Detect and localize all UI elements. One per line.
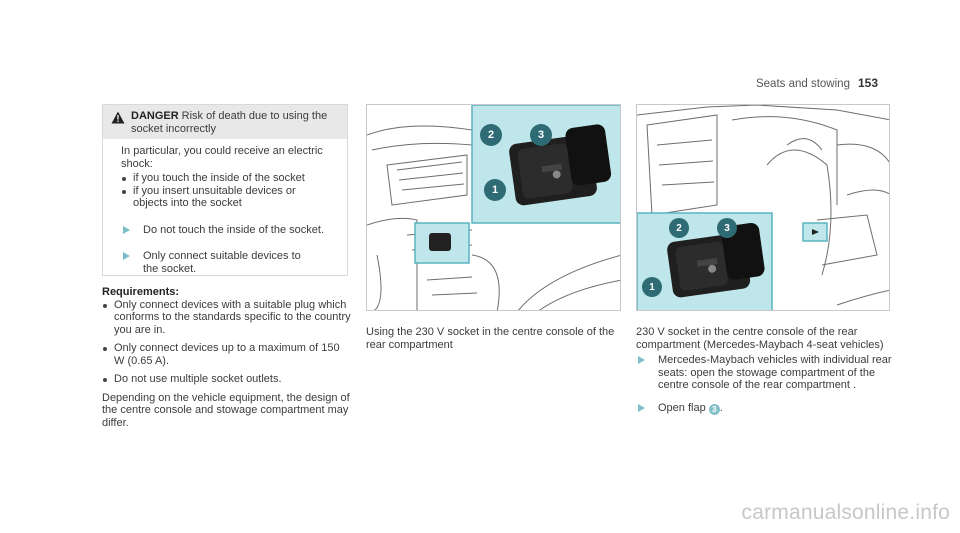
danger-step-text: Only connect suitable devices to the soc… [143,250,301,275]
danger-step-text: Do not touch the inside of the socket. [143,223,325,236]
page-number: 153 [857,76,878,90]
page-header: Seats and stowing 153 [756,76,878,90]
instruction-step-text: Open flap [658,401,706,414]
step-arrow-icon [123,252,130,260]
requirement-item: Do not use multiple socket outlets. [102,373,352,386]
danger-intro: In particular, you could receive an elec… [121,145,323,170]
callout-1: 1 [642,277,662,297]
instruction-steps: Mercedes-Maybach vehicles with individua… [636,354,896,425]
instruction-step: Mercedes-Maybach vehicles with individua… [636,354,896,392]
danger-title-line1: Risk of death due to using the [181,110,328,122]
requirements-section: Requirements: Only connect devices with … [102,286,352,429]
danger-step: Only connect suitable devices to the soc… [121,250,347,275]
warning-triangle-icon [111,111,125,124]
requirement-item: Only connect devices with a suitable plu… [102,299,352,337]
interior-drawing [637,105,889,310]
image2-caption: 230 V socket in the centre console of th… [636,326,884,351]
requirements-paragraph: Depending on the vehicle equipment, the … [102,391,350,429]
callout-badge: 3 [708,404,720,416]
step-arrow-icon [638,356,645,364]
danger-bullet: if you insert unsuitable devices or obje… [121,185,347,210]
instruction-step-suffix: . [719,401,723,414]
danger-label: DANGER [131,110,179,122]
danger-title-line2: socket incorrectly [131,123,216,135]
step-arrow-icon [638,403,645,412]
image1-caption: Using the 230 V socket in the centre con… [366,326,615,351]
danger-body: In particular, you could receive an elec… [103,139,347,275]
requirements-title: Requirements: [102,286,180,298]
step-arrow-icon [123,225,130,234]
section-title: Seats and stowing [755,78,850,90]
centre-console-socket-illustration: 2 3 1 [366,104,621,311]
requirements-list: Only connect devices with a suitable plu… [102,299,352,386]
instruction-step: Open flap 3. [636,402,896,416]
danger-step: Do not touch the inside of the socket. [121,224,347,237]
callout-1: 1 [484,179,506,201]
callout-3: 3 [530,124,552,146]
instruction-step-text: Mercedes-Maybach vehicles with individua… [658,354,892,391]
callout-2: 2 [480,124,502,146]
danger-bullets: if you touch the inside of the socket if… [121,172,347,210]
maybach-interior-illustration: 2 3 1 [636,104,890,311]
callout-2: 2 [669,218,689,238]
watermark-text: carmanualsonline.info [741,501,950,524]
danger-bullet: if you touch the inside of the socket [121,172,347,185]
callout-3: 3 [717,218,737,238]
requirement-item: Only connect devices up to a maximum of … [102,342,352,367]
